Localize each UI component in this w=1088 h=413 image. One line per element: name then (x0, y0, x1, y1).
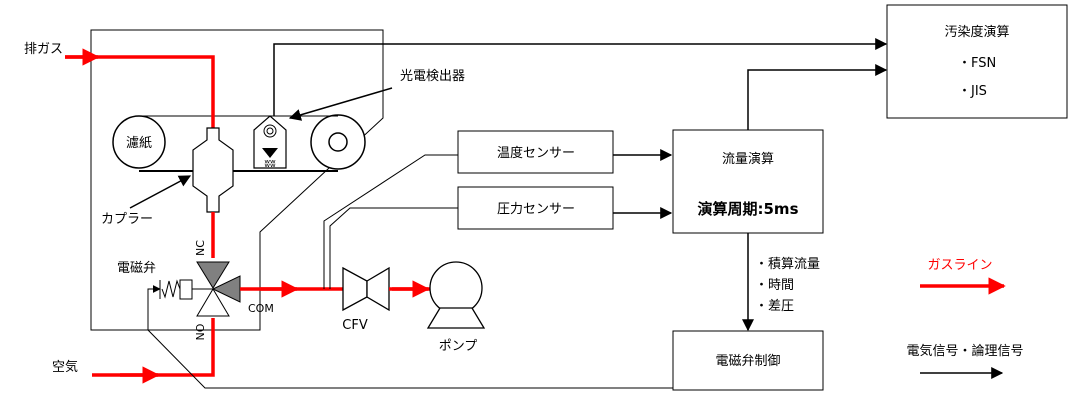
port-nc-label: NC (194, 240, 207, 256)
port-com-label: COM (248, 302, 274, 315)
filter-paper-roll-hub (328, 132, 348, 152)
valve-nc-port (196, 261, 230, 289)
coupler-pointer (129, 175, 192, 209)
photo-detector-emitter (262, 148, 278, 158)
gas-line-exhaust (65, 55, 215, 128)
port-no-label: NO (194, 323, 207, 340)
valve-control-box (672, 330, 824, 391)
pump-body (429, 261, 483, 315)
flow-calc-box (672, 129, 824, 234)
pump-label: ポンプ (439, 339, 478, 354)
coupler (192, 127, 234, 213)
valve-spring (161, 279, 181, 299)
pollution-calc-item-jis: ・JIS (958, 84, 987, 99)
wire-temp-sensor (323, 154, 458, 289)
photo-detector-lens-inner (266, 127, 274, 135)
temp-sensor-label: 温度センサー (497, 145, 575, 161)
exhaust-label: 排ガス (24, 42, 63, 57)
legend-signal-line-label: 電気信号・論理信号 (906, 343, 1023, 359)
signal-item-integrated-flow: ・積算流量 (755, 257, 820, 272)
valve-no-port (196, 288, 230, 317)
signal-detector-to-pollution (273, 38, 888, 116)
wire-pressure-sensor (329, 207, 458, 289)
instrument-enclosure (90, 29, 384, 331)
photo-detector-rays: ʬʬ (264, 157, 276, 170)
cfv-label: CFV (342, 318, 368, 333)
temp-sensor-box (457, 130, 614, 174)
flow-calc-title: 流量演算 (722, 151, 774, 167)
pollution-calc-box (886, 4, 1068, 119)
signal-valve-control-to-solenoid (147, 285, 673, 389)
photo-detector-lens (263, 124, 277, 138)
cfv-nozzle (342, 266, 368, 312)
legend-gas-line-label: ガスライン (927, 258, 992, 273)
signal-flow-to-pollution (747, 64, 888, 130)
cfv-diffuser (366, 266, 390, 312)
flow-calc-period: 演算周期:5ms (698, 200, 799, 218)
pollution-calc-item-fsn: ・FSN (958, 56, 996, 71)
photo-detector-housing (253, 115, 287, 169)
filter-paper-label: 濾紙 (126, 136, 152, 151)
signal-item-diff-pressure: ・差圧 (755, 299, 794, 314)
photo-detector-label: 光電検出器 (400, 69, 465, 84)
valve-control-label: 電磁弁制御 (715, 354, 780, 369)
pressure-sensor-label: 圧力センサー (497, 202, 575, 217)
coupler-label: カプラー (101, 212, 153, 227)
pollution-calc-title: 汚染度演算 (944, 24, 1009, 40)
signal-item-time: ・時間 (755, 278, 794, 293)
pump-base (426, 307, 486, 329)
air-label: 空気 (52, 359, 78, 375)
photo-detector-pointer (288, 87, 393, 121)
valve-actuator (179, 279, 193, 300)
pressure-sensor-box (457, 186, 614, 230)
solenoid-valve-label: 電磁弁 (117, 261, 156, 276)
